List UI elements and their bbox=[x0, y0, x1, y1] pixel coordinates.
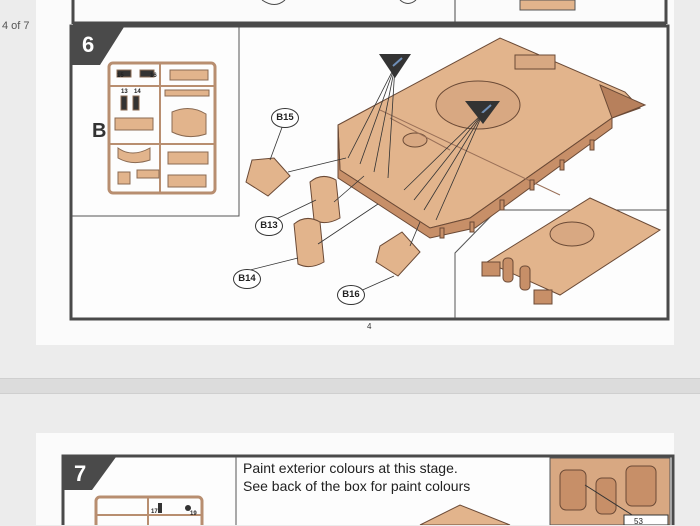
sprue-label-19: 19 bbox=[190, 511, 197, 517]
sprue-label-15: 15 bbox=[117, 73, 124, 79]
sprue-label-13: 13 bbox=[121, 89, 128, 95]
page-indicator: 4 of 7 bbox=[2, 20, 30, 32]
paint-instruction-line-2: See back of the box for paint colours bbox=[243, 478, 471, 494]
callout-b14: B14 bbox=[233, 269, 261, 289]
callout-b16: B16 bbox=[337, 285, 365, 305]
sprue-label-16: 16 bbox=[150, 73, 157, 79]
page-number: 4 bbox=[367, 322, 372, 331]
step-number-next: 7 bbox=[74, 461, 87, 486]
callout-b15: B15 bbox=[271, 108, 299, 128]
sprue-label-14: 14 bbox=[134, 89, 141, 95]
paint-instruction: Paint exterior colours at this stage. Se… bbox=[243, 459, 470, 495]
callout-b13: B13 bbox=[255, 216, 283, 236]
paint-instruction-line-1: Paint exterior colours at this stage. bbox=[243, 460, 458, 476]
step-number: 6 bbox=[82, 32, 95, 57]
sprue-label-17: 17 bbox=[151, 509, 158, 515]
sprue-letter: B bbox=[92, 120, 107, 142]
page-separator bbox=[0, 378, 700, 394]
paint-reference: 53 bbox=[634, 517, 643, 526]
